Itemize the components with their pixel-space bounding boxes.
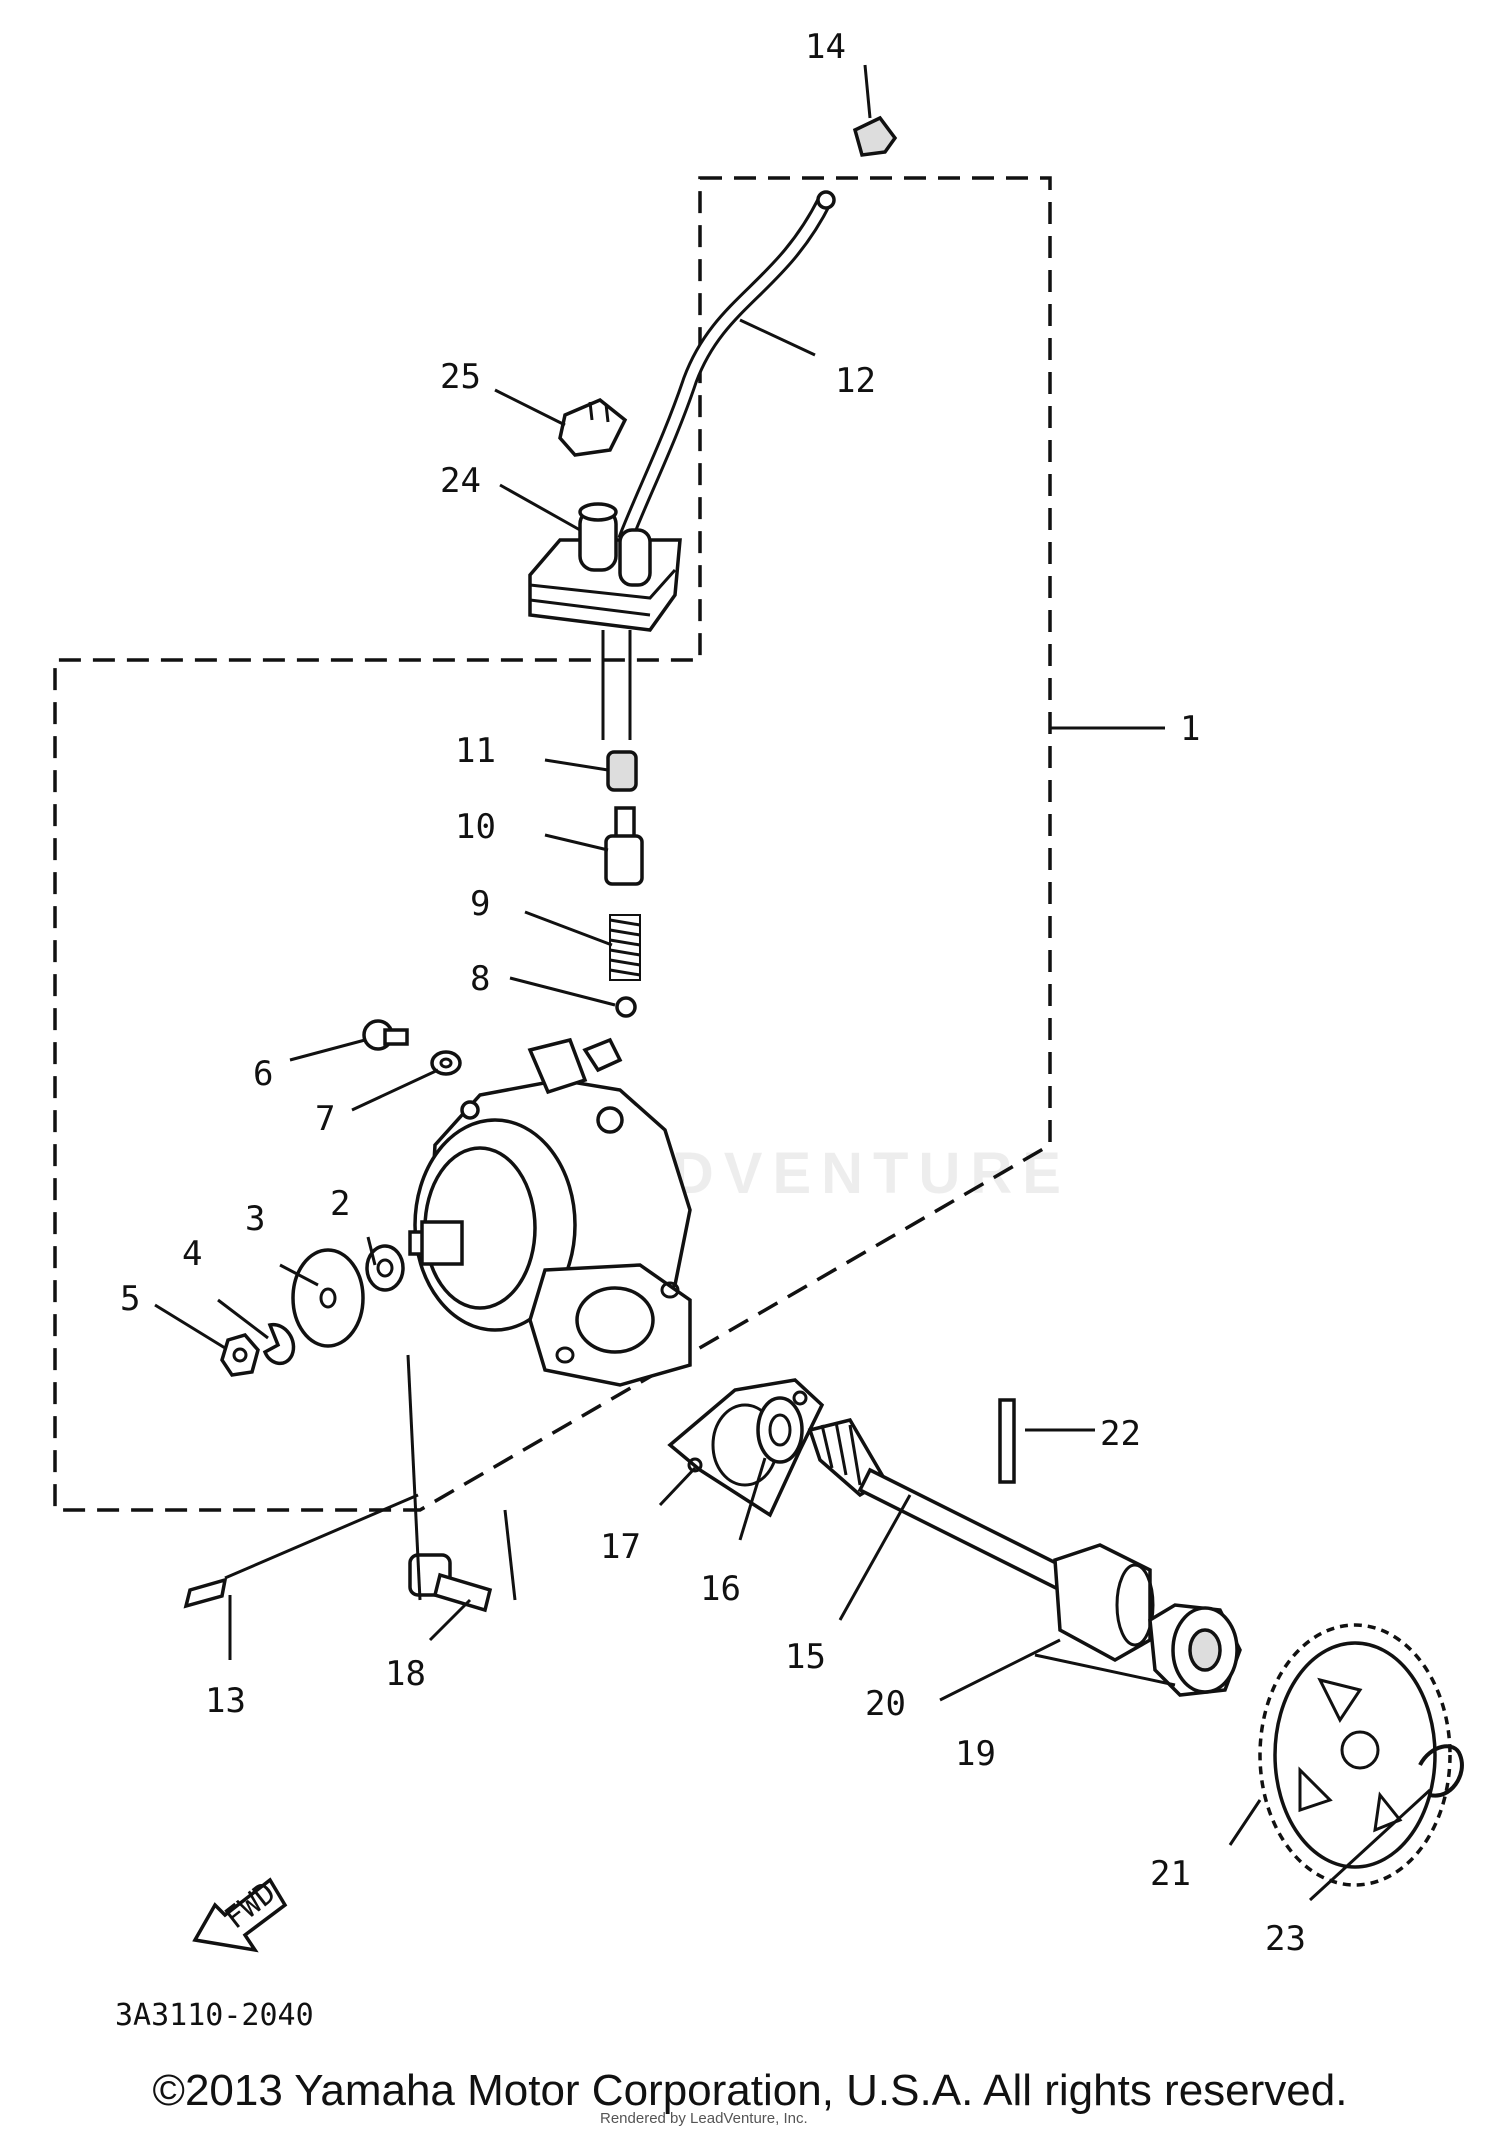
callout-10: 10 xyxy=(455,807,496,847)
part-10-check-valve xyxy=(604,806,644,886)
callout-14: 14 xyxy=(805,27,846,67)
part-12-pipe xyxy=(617,190,836,543)
copyright-notice: ©2013 Yamaha Motor Corporation, U.S.A. A… xyxy=(152,2066,1348,2115)
callout-1: 1 xyxy=(1180,709,1200,749)
part-5-nut xyxy=(220,1333,260,1377)
part-3-plate xyxy=(291,1248,365,1348)
oil-pump-body xyxy=(408,1037,692,1387)
watermark-text: ADVENTURE xyxy=(620,1141,1071,1206)
callout-21: 21 xyxy=(1150,1854,1191,1894)
leader-lines xyxy=(154,64,1432,1902)
callout-22: 22 xyxy=(1100,1414,1141,1454)
part-21-gear xyxy=(1258,1623,1452,1887)
callout-25: 25 xyxy=(440,357,481,397)
callout-4: 4 xyxy=(182,1234,202,1274)
callout-5: 5 xyxy=(120,1279,140,1319)
part-16-washer xyxy=(756,1396,804,1464)
part-14-cap xyxy=(852,115,898,157)
callout-2: 2 xyxy=(330,1184,350,1224)
part-15-shaft xyxy=(807,1417,1073,1593)
render-note: Rendered by LeadVenture, Inc. xyxy=(600,2110,808,2127)
part-18-bolt xyxy=(408,1553,493,1613)
part-22-pin xyxy=(998,1398,1016,1484)
part-7-washer xyxy=(430,1050,462,1076)
callout-11: 11 xyxy=(455,731,496,771)
part-23-circlip xyxy=(1418,1744,1464,1798)
callout-24: 24 xyxy=(440,461,481,501)
fwd-arrow-icon: FWD xyxy=(192,1875,288,1953)
callout-23: 23 xyxy=(1265,1919,1306,1959)
callouts: 1 2 3 4 5 6 7 8 9 10 11 12 13 14 15 16 1… xyxy=(120,27,1306,1959)
drawing-code: 3A3110-2040 xyxy=(115,1998,314,2033)
part-2-washer xyxy=(365,1244,405,1292)
callout-12: 12 xyxy=(835,361,876,401)
callout-15: 15 xyxy=(785,1637,826,1677)
part-8-ball xyxy=(615,996,637,1018)
part-4-lock-washer xyxy=(262,1323,296,1365)
callout-20: 20 xyxy=(865,1684,906,1724)
part-19-bearing xyxy=(1148,1603,1242,1697)
part-6-screw xyxy=(362,1019,409,1051)
part-13-pin xyxy=(183,1577,228,1609)
callout-3: 3 xyxy=(245,1199,265,1239)
callout-18: 18 xyxy=(385,1654,426,1694)
part-11-sleeve xyxy=(606,750,638,792)
callout-7: 7 xyxy=(315,1099,335,1139)
part-25-clip xyxy=(558,397,628,457)
callout-9: 9 xyxy=(470,884,490,924)
callout-13: 13 xyxy=(205,1681,246,1721)
callout-19: 19 xyxy=(955,1734,996,1774)
part-9-spring xyxy=(609,914,641,981)
part-24-fitting xyxy=(528,502,682,740)
callout-6: 6 xyxy=(253,1054,273,1094)
part-20-collar xyxy=(1053,1543,1155,1663)
assembly-boundary xyxy=(53,176,1052,1512)
callout-17: 17 xyxy=(600,1527,641,1567)
callout-16: 16 xyxy=(700,1569,741,1609)
callout-8: 8 xyxy=(470,959,490,999)
